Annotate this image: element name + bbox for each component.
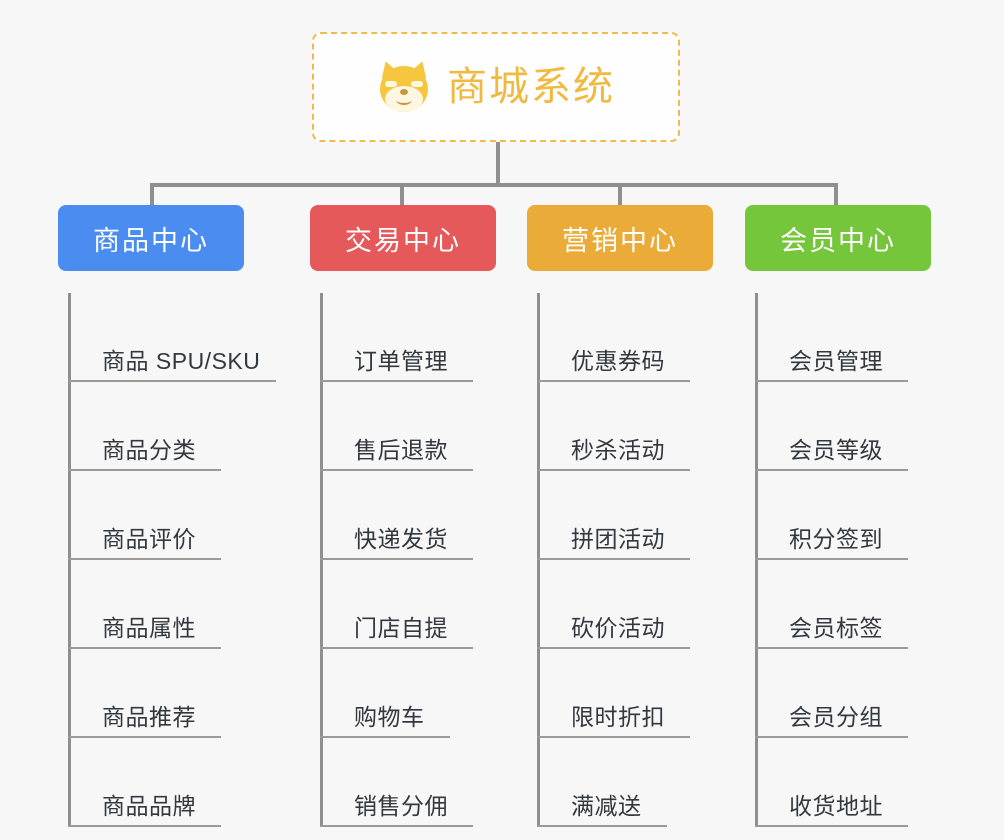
list-item-label: 商品评价 (102, 526, 196, 552)
list-item[interactable]: 会员标签 (745, 560, 965, 649)
branch-items-4: 会员管理 会员等级 积分签到 会员标签 会员分组 收货地址 (745, 293, 965, 827)
list-item[interactable]: 商品品牌 (58, 738, 298, 827)
list-item-label: 商品属性 (102, 615, 196, 641)
branch-header-3[interactable]: 营销中心 (527, 205, 713, 271)
branch-header-2[interactable]: 交易中心 (310, 205, 496, 271)
connector-drop-4 (834, 183, 838, 207)
list-item[interactable]: 门店自提 (310, 560, 530, 649)
list-item-label: 商品分类 (102, 437, 196, 463)
list-item[interactable]: 商品评价 (58, 471, 298, 560)
list-item-label: 积分签到 (789, 526, 883, 552)
list-item-label: 门店自提 (354, 615, 448, 641)
list-item-label: 销售分佣 (354, 793, 448, 819)
list-item-label: 商品推荐 (102, 704, 196, 730)
list-item[interactable]: 商品属性 (58, 560, 298, 649)
list-item-label: 拼团活动 (571, 526, 665, 552)
connector-horizontal-bus (150, 183, 838, 187)
list-item[interactable]: 秒杀活动 (527, 382, 747, 471)
branch-items-1: 商品 SPU/SKU 商品分类 商品评价 商品属性 商品推荐 商品品牌 (58, 293, 298, 827)
list-item[interactable]: 优惠券码 (527, 293, 747, 382)
list-item[interactable]: 购物车 (310, 649, 530, 738)
list-item[interactable]: 收货地址 (745, 738, 965, 827)
list-item-label: 商品 SPU/SKU (102, 348, 261, 374)
root-node[interactable]: 商城系统 (312, 32, 680, 142)
branch-header-1[interactable]: 商品中心 (58, 205, 244, 271)
connector-drop-1 (150, 183, 154, 207)
branch-header-label: 交易中心 (345, 225, 461, 256)
list-item[interactable]: 商品分类 (58, 382, 298, 471)
connector-drop-2 (400, 183, 404, 207)
list-item[interactable]: 快递发货 (310, 471, 530, 560)
list-item[interactable]: 商品 SPU/SKU (58, 293, 298, 382)
list-item[interactable]: 砍价活动 (527, 560, 747, 649)
list-item-label: 优惠券码 (571, 348, 665, 374)
list-item[interactable]: 限时折扣 (527, 649, 747, 738)
list-item[interactable]: 拼团活动 (527, 471, 747, 560)
branch-header-4[interactable]: 会员中心 (745, 205, 931, 271)
list-item-label: 收货地址 (789, 793, 883, 819)
list-item[interactable]: 会员分组 (745, 649, 965, 738)
root-title: 商城系统 (447, 65, 615, 109)
branch-header-label: 商品中心 (93, 225, 209, 256)
list-item[interactable]: 销售分佣 (310, 738, 530, 827)
list-item[interactable]: 订单管理 (310, 293, 530, 382)
connector-root-stem (496, 142, 500, 186)
list-item-label: 商品品牌 (102, 793, 196, 819)
list-item[interactable]: 积分签到 (745, 471, 965, 560)
list-item-label: 满减送 (571, 793, 642, 819)
list-item-label: 秒杀活动 (571, 437, 665, 463)
list-item-label: 砍价活动 (571, 615, 665, 641)
branch-column-4: 会员中心 会员管理 会员等级 积分签到 会员标签 会员分组 (745, 205, 965, 827)
list-item[interactable]: 满减送 (527, 738, 747, 827)
list-item-label: 会员分组 (789, 704, 883, 730)
branch-header-label: 营销中心 (562, 225, 678, 256)
list-item-label: 快递发货 (354, 526, 448, 552)
list-item[interactable]: 售后退款 (310, 382, 530, 471)
list-item[interactable]: 会员等级 (745, 382, 965, 471)
list-item-label: 订单管理 (354, 348, 448, 374)
branch-column-1: 商品中心 商品 SPU/SKU 商品分类 商品评价 商品属性 商品推荐 (58, 205, 298, 827)
list-item[interactable]: 会员管理 (745, 293, 965, 382)
branch-header-label: 会员中心 (780, 225, 896, 256)
list-item-label: 限时折扣 (571, 704, 665, 730)
branch-column-3: 营销中心 优惠券码 秒杀活动 拼团活动 砍价活动 限时折扣 (527, 205, 747, 827)
list-item-label: 会员标签 (789, 615, 883, 641)
list-item-label: 购物车 (354, 704, 425, 730)
list-item[interactable]: 商品推荐 (58, 649, 298, 738)
branch-items-3: 优惠券码 秒杀活动 拼团活动 砍价活动 限时折扣 满减送 (527, 293, 747, 827)
branch-items-2: 订单管理 售后退款 快递发货 门店自提 购物车 销售分佣 (310, 293, 530, 827)
branch-column-2: 交易中心 订单管理 售后退款 快递发货 门店自提 购物车 (310, 205, 530, 827)
list-item-label: 会员管理 (789, 348, 883, 374)
list-item-label: 售后退款 (354, 437, 448, 463)
list-item-label: 会员等级 (789, 437, 883, 463)
shiba-dog-face-icon (377, 58, 431, 114)
connector-drop-3 (618, 183, 622, 207)
